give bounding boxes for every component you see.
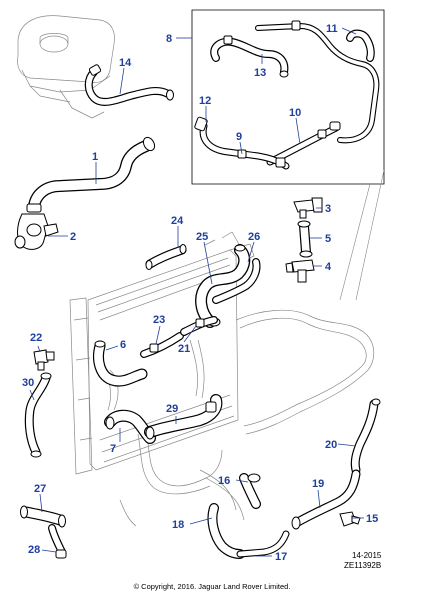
- callout-1[interactable]: 1: [92, 151, 98, 163]
- callout-18[interactable]: 18: [172, 519, 184, 531]
- callout-labels: 1 2 3 4 5 6 7 8 9 10 11 12 13 14 15 16 1…: [22, 23, 378, 563]
- hose-25[interactable]: [195, 244, 251, 328]
- hose-11[interactable]: [255, 20, 380, 144]
- hose-24[interactable]: [145, 244, 187, 270]
- hose-20[interactable]: [350, 398, 381, 475]
- hose-1[interactable]: [26, 135, 157, 213]
- hose-27[interactable]: [20, 505, 66, 528]
- callout-17[interactable]: 17: [275, 551, 287, 563]
- callout-10[interactable]: 10: [289, 107, 301, 119]
- part-4-connector[interactable]: [285, 259, 315, 283]
- callout-2[interactable]: 2: [70, 231, 76, 243]
- hose-14[interactable]: [84, 64, 174, 106]
- callout-20[interactable]: 20: [325, 439, 337, 451]
- expansion-tank: [17, 15, 115, 119]
- hose-30[interactable]: [24, 372, 52, 458]
- hose-10[interactable]: [266, 121, 341, 166]
- hose-17[interactable]: [236, 530, 290, 558]
- callout-30[interactable]: 30: [22, 377, 34, 389]
- callout-29[interactable]: 29: [166, 403, 178, 415]
- copyright-text: © Copyright, 2016. Jaguar Land Rover Lim…: [134, 582, 291, 591]
- callout-25[interactable]: 25: [196, 231, 208, 243]
- callout-5[interactable]: 5: [325, 233, 331, 245]
- callout-4[interactable]: 4: [325, 261, 332, 273]
- callout-21[interactable]: 21: [178, 343, 190, 355]
- callout-22[interactable]: 22: [30, 332, 42, 344]
- part-15-clip[interactable]: [339, 511, 361, 527]
- hose-28[interactable]: [48, 524, 67, 559]
- callout-23[interactable]: 23: [153, 314, 165, 326]
- part-22-connector[interactable]: [33, 349, 55, 371]
- part-2-water-outlet[interactable]: [14, 213, 59, 250]
- part-5-hose[interactable]: [297, 220, 313, 258]
- inset-box: [191, 9, 385, 301]
- callout-28[interactable]: 28: [28, 544, 40, 556]
- callout-19[interactable]: 19: [312, 478, 324, 490]
- callout-12[interactable]: 12: [199, 95, 211, 107]
- hose-13[interactable]: [210, 35, 289, 78]
- callout-13[interactable]: 13: [254, 67, 266, 79]
- hose-23[interactable]: [140, 332, 184, 358]
- hose-18[interactable]: [207, 503, 245, 559]
- callout-15[interactable]: 15: [366, 513, 378, 525]
- hose-19[interactable]: [291, 469, 361, 530]
- part-3-connector[interactable]: [293, 197, 323, 219]
- callout-14[interactable]: 14: [119, 57, 132, 69]
- callout-7[interactable]: 7: [110, 443, 116, 455]
- callout-26[interactable]: 26: [248, 231, 260, 243]
- reference-code: 14-2015: [352, 551, 382, 560]
- drawing-id: ZE11392B: [344, 561, 381, 570]
- callout-6[interactable]: 6: [120, 339, 126, 351]
- hose-6[interactable]: [93, 340, 148, 387]
- hose-7[interactable]: [104, 409, 156, 444]
- hose-16[interactable]: [239, 473, 261, 509]
- callout-24[interactable]: 24: [171, 215, 184, 227]
- callout-11[interactable]: 11: [326, 23, 338, 35]
- hose-29[interactable]: [144, 394, 223, 440]
- callout-9[interactable]: 9: [236, 131, 242, 143]
- callout-leaders: [29, 27, 364, 557]
- hose-21[interactable]: [180, 316, 218, 336]
- engine-radiator-background: [69, 231, 375, 527]
- hose-9[interactable]: [194, 116, 290, 170]
- callout-27[interactable]: 27: [34, 483, 46, 495]
- callout-16[interactable]: 16: [218, 475, 230, 487]
- callout-3[interactable]: 3: [325, 203, 331, 215]
- hose-26[interactable]: [212, 258, 261, 304]
- callout-8[interactable]: 8: [166, 33, 172, 45]
